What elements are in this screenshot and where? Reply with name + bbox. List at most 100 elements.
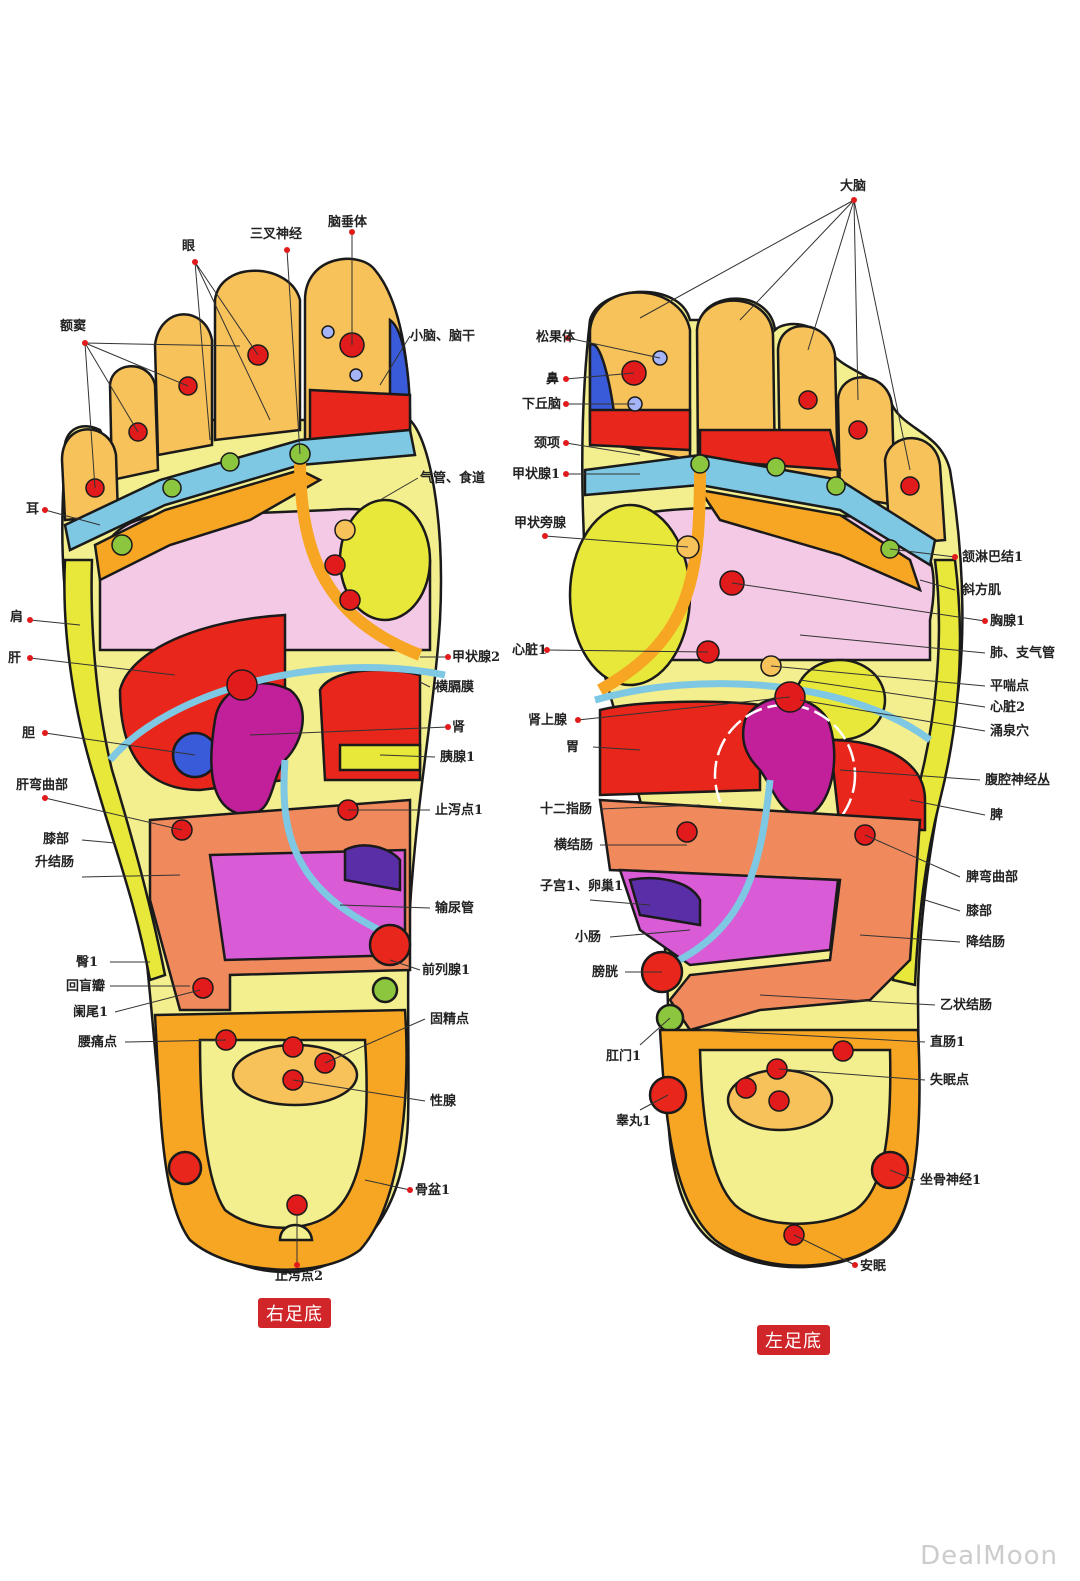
leader-right-appendix (114, 989, 201, 1013)
right-ear-strip (93, 468, 323, 582)
leader-left-spleen (909, 799, 986, 816)
label-anchor-dots (27, 197, 988, 1268)
right-point-gujing (282, 1036, 304, 1058)
label-xinzang2: 心脏2 (990, 699, 1025, 715)
leader-left-anus (639, 1017, 671, 1046)
left-toe-4 (836, 376, 897, 507)
right-point-green-1 (111, 534, 133, 556)
label-piwan: 脾弯曲部 (966, 869, 1018, 885)
left-stomach (598, 700, 762, 797)
label-yongquan: 涌泉穴 (990, 723, 1029, 739)
anchor-right-sinus (82, 340, 88, 346)
label-shen: 肾 (452, 720, 466, 735)
label-qiguan: 气管、食道 (420, 470, 485, 486)
label-gan: 肝 (8, 651, 21, 666)
labels-left-foot: 大脑 松果体 鼻 下丘脑 颈项 甲状腺1 甲状旁腺 颔淋巴结1 斜方肌 胸腺1 … (512, 178, 1055, 1274)
anchor-left-parathyroid (542, 533, 548, 539)
label-wei: 胃 (566, 740, 579, 755)
label-pingchuan: 平喘点 (990, 678, 1029, 694)
right-foot-points (85, 325, 365, 1216)
right-prostate (368, 923, 412, 967)
leader-right-gallbladder (44, 732, 196, 756)
leader-right-ascending (81, 874, 181, 878)
leader-left-knee (924, 899, 961, 912)
label-jiapang: 甲状旁腺 (514, 515, 567, 531)
leader-left-testis (639, 1094, 669, 1111)
leader-left-stomach (592, 746, 641, 751)
left-diaphragm (594, 680, 933, 743)
label-lanwei: 阑尾1 (73, 1004, 108, 1020)
right-point-thyroid-2 (324, 554, 346, 576)
left-point-insomnia-1 (766, 1058, 788, 1080)
label-ganwan: 肝弯曲部 (16, 777, 68, 793)
label-zuogu: 坐骨神经1 (920, 1172, 981, 1188)
label-yizhuang: 乙状结肠 (940, 997, 992, 1013)
right-point-liver (226, 669, 258, 701)
left-point-insomnia-2 (735, 1077, 757, 1099)
label-jingxiang: 颈项 (534, 436, 560, 451)
right-pancreas-yellow (338, 743, 422, 772)
right-shoulder-band (63, 428, 417, 552)
leader-left-brain (639, 199, 911, 471)
leader-right-pelvis (364, 1179, 411, 1191)
leader-left-descending (859, 934, 961, 943)
leader-left-sleep (793, 1234, 856, 1266)
right-point-thyroid-1 (334, 519, 356, 541)
label-shimian: 失眠点 (930, 1072, 969, 1088)
right-prostate-green (371, 976, 399, 1004)
label-sancha: 三叉神经 (250, 226, 302, 242)
label-xiaonao: 小脑、脑干 (410, 328, 475, 344)
leader-right-lumbago (124, 1039, 227, 1043)
label-jian: 肩 (10, 609, 23, 625)
label-danao: 大脑 (840, 178, 866, 194)
leader-left-splenic (864, 834, 961, 878)
leader-left-neck (565, 442, 641, 456)
leader-right-kidney (249, 726, 449, 736)
label-xiefang: 斜方肌 (961, 582, 1001, 598)
leader-left-rectum (699, 1029, 926, 1043)
label-shangxian: 肾上腺 (528, 712, 568, 728)
left-point-green-1 (690, 454, 710, 474)
label-pi: 脾 (990, 807, 1003, 823)
anchor-right-ear (42, 507, 48, 513)
label-yi: 胰腺1 (440, 749, 475, 765)
anchor-right-trigeminal (284, 247, 290, 253)
label-yaotong: 腰痛点 (77, 1034, 117, 1050)
label-xi-left: 膝部 (965, 903, 992, 919)
label-dan: 胆 (22, 726, 35, 741)
leader-right-prostate (389, 959, 421, 971)
leader-right-trachea (379, 477, 419, 501)
left-parathyroid-zone (568, 503, 692, 687)
label-hengjie: 横结肠 (554, 837, 593, 853)
leader-left-thymus (731, 582, 986, 622)
label-xi-right: 膝部 (42, 831, 69, 847)
anchor-right-pelvis (407, 1187, 413, 1193)
right-foot-title: 右足底 (258, 1298, 331, 1328)
anchor-left-heart1 (544, 647, 550, 653)
left-point-insomnia-3 (768, 1090, 790, 1112)
label-hanlin: 颔淋巴结1 (962, 549, 1023, 565)
label-jiazhuang2: 甲状腺2 (452, 649, 500, 665)
leader-left-uterus (589, 899, 651, 906)
leader-left-lymph (889, 548, 956, 558)
right-foot (60, 257, 446, 1274)
left-neck-orange (697, 488, 923, 593)
label-shengjie: 升结肠 (35, 854, 74, 870)
labels-right-foot: 额窦 眼 三叉神经 脑垂体 小脑、脑干 耳 气管、食道 肩 肝 甲状腺2 横膈膜… (8, 214, 500, 1284)
label-gaowan: 睾丸1 (616, 1113, 651, 1129)
label-zhixie2: 止泻点2 (275, 1268, 323, 1284)
left-ureter (668, 779, 774, 969)
right-point-green-2 (162, 478, 182, 498)
label-xiongxian: 胸腺1 (990, 613, 1025, 629)
leader-right-cerebellum (379, 335, 411, 386)
label-gupen: 骨盆1 (415, 1182, 450, 1198)
anchor-right-thyroid2 (445, 654, 451, 660)
label-xingxian: 性腺 (430, 1093, 457, 1109)
anchor-left-nose (563, 376, 569, 382)
label-e-dou: 额窦 (60, 318, 86, 334)
left-uterus (628, 876, 702, 927)
label-xiaochang: 小肠 (575, 930, 601, 945)
left-point-brain-2 (848, 420, 868, 440)
label-anmian: 安眠 (860, 1258, 886, 1274)
